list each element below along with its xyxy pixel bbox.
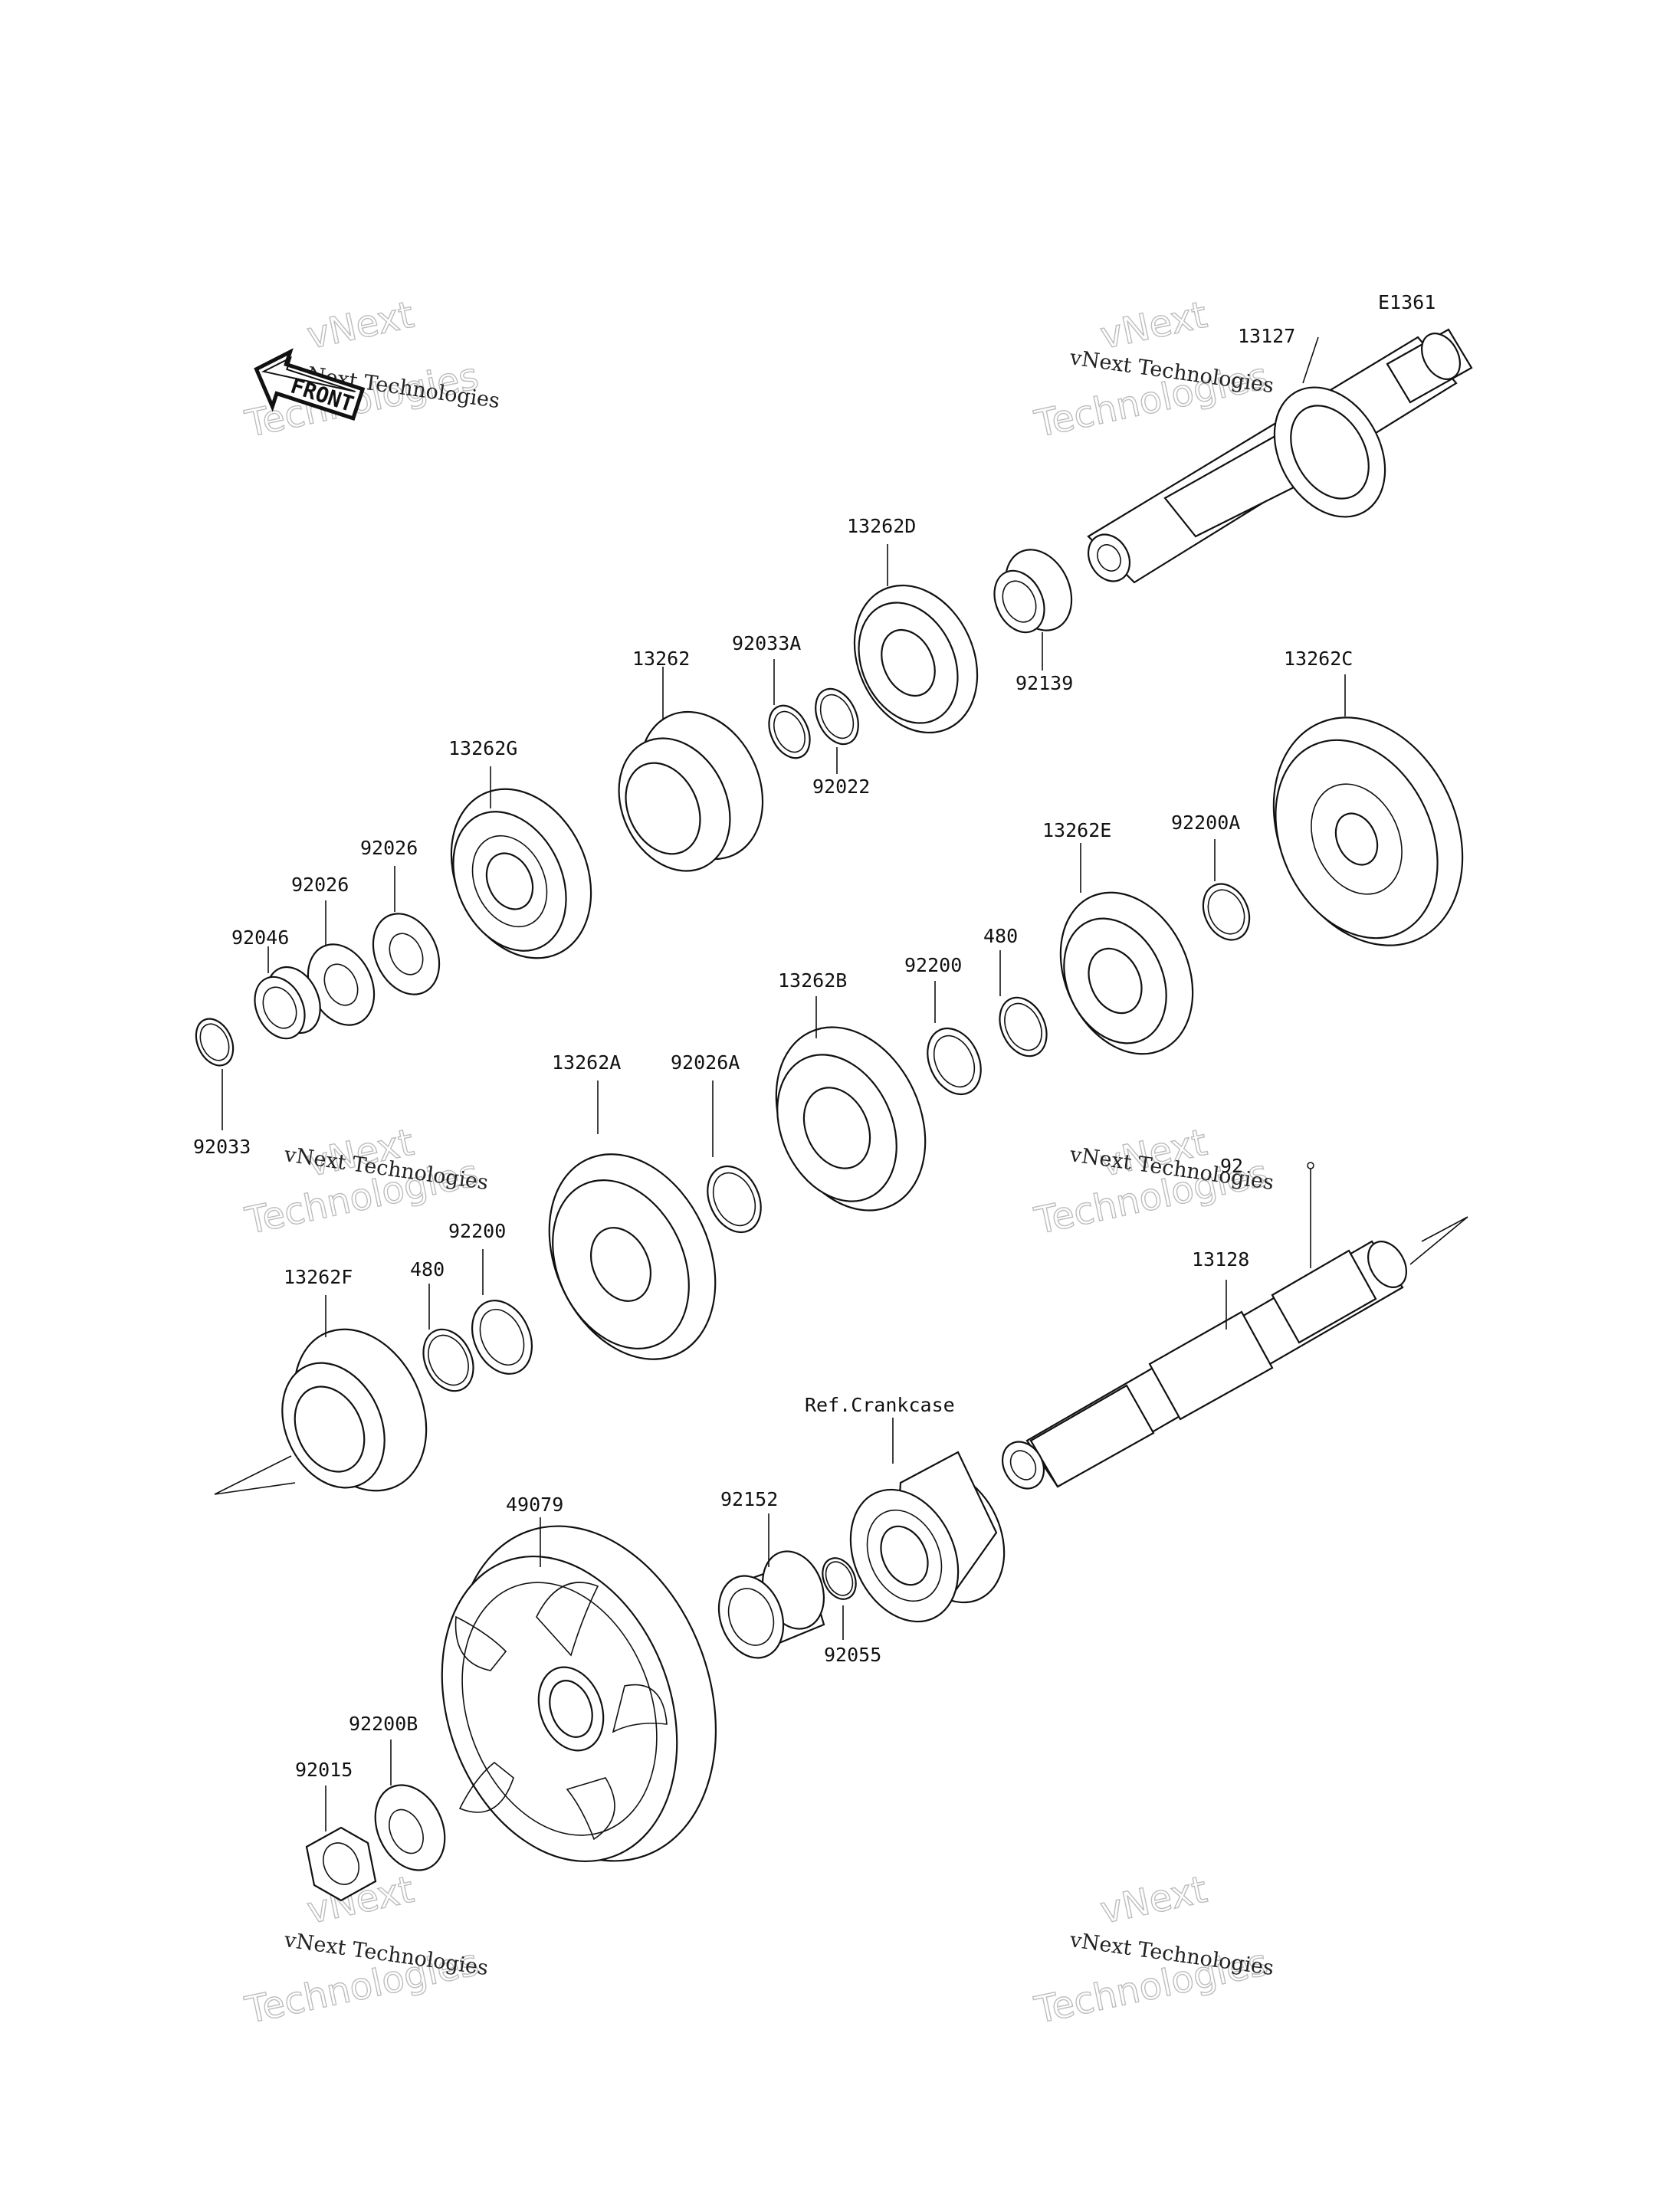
part-13262C — [1272, 716, 1464, 946]
label-92033A: 92033A — [732, 632, 801, 654]
part-13127 — [1087, 328, 1473, 584]
label-13262: 13262 — [632, 648, 690, 670]
label-92152: 92152 — [720, 1488, 778, 1510]
label-13262B: 13262B — [778, 969, 847, 992]
part-13262B — [775, 1026, 927, 1212]
part-92200B — [374, 1784, 446, 1871]
part-92152 — [717, 1550, 825, 1659]
watermark-mid-right: vNext Technologies vNext Technologies — [1030, 1120, 1275, 1244]
part-13262G — [450, 788, 592, 959]
label-92200B: 92200B — [349, 1713, 418, 1735]
part-13262A — [548, 1153, 717, 1360]
part-13262E — [1059, 891, 1194, 1055]
label-92046: 92046 — [231, 926, 289, 949]
part-480-a — [999, 996, 1048, 1058]
label-ref-crankcase: Ref.Crankcase — [805, 1394, 955, 1416]
watermark-top-right: vNext Technologies vNext Technologies — [1030, 293, 1275, 447]
part-49079 — [441, 1525, 717, 1863]
part-92022 — [815, 687, 859, 746]
svg-text:vNext: vNext — [1097, 1868, 1211, 1933]
label-92033: 92033 — [193, 1136, 251, 1158]
label-13262C: 13262C — [1284, 648, 1353, 670]
label-480-b: 480 — [410, 1258, 445, 1280]
part-13262F — [281, 1328, 428, 1492]
part-92139 — [993, 549, 1073, 634]
label-480-a: 480 — [983, 925, 1018, 947]
label-92026-a: 92026 — [291, 874, 349, 896]
label-92055: 92055 — [824, 1644, 881, 1666]
label-13262A: 13262A — [552, 1051, 621, 1074]
svg-text:vNext: vNext — [1097, 293, 1211, 358]
part-13262 — [618, 710, 764, 872]
label-13262D: 13262D — [847, 515, 916, 537]
watermark-bottom-left: vNext Technologies vNext Technologies — [241, 1867, 490, 2033]
part-92033A — [768, 704, 811, 759]
label-92015: 92015 — [295, 1759, 353, 1781]
part-92015 — [305, 1826, 377, 1902]
part-ref-crankcase-bearing — [849, 1451, 1006, 1623]
label-13127: 13127 — [1238, 325, 1295, 347]
label-13262G: 13262G — [448, 737, 517, 759]
label-49079: 49079 — [506, 1494, 563, 1516]
part-92055 — [822, 1557, 857, 1600]
label-92-partial: 92 — [1220, 1155, 1243, 1177]
label-92200-b: 92200 — [448, 1220, 506, 1242]
label-13262F: 13262F — [284, 1266, 353, 1288]
part-480-b — [422, 1328, 474, 1392]
part-13262D — [853, 584, 979, 734]
part-92200A — [1202, 883, 1251, 941]
label-92200A: 92200A — [1171, 812, 1240, 834]
svg-text:vNext: vNext — [304, 293, 418, 358]
label-92139: 92139 — [1016, 672, 1073, 694]
part-92046 — [254, 966, 321, 1040]
label-92200-a: 92200 — [904, 954, 962, 976]
part-92026A — [707, 1165, 762, 1234]
label-13262E: 13262E — [1042, 819, 1111, 841]
part-92033 — [195, 1018, 235, 1067]
part-13128 — [1001, 1240, 1407, 1490]
label-13128: 13128 — [1192, 1248, 1249, 1271]
part-92200-a — [927, 1027, 982, 1096]
diagram-code: E1361 — [1378, 291, 1436, 313]
label-92026A: 92026A — [671, 1051, 740, 1074]
part-92026-b — [372, 913, 441, 995]
part-92200-b — [471, 1300, 533, 1375]
label-92026-b: 92026 — [360, 837, 418, 859]
watermark-bottom-right: vNext Technologies vNext Technologies — [1030, 1867, 1275, 2033]
label-92022: 92022 — [812, 776, 870, 798]
